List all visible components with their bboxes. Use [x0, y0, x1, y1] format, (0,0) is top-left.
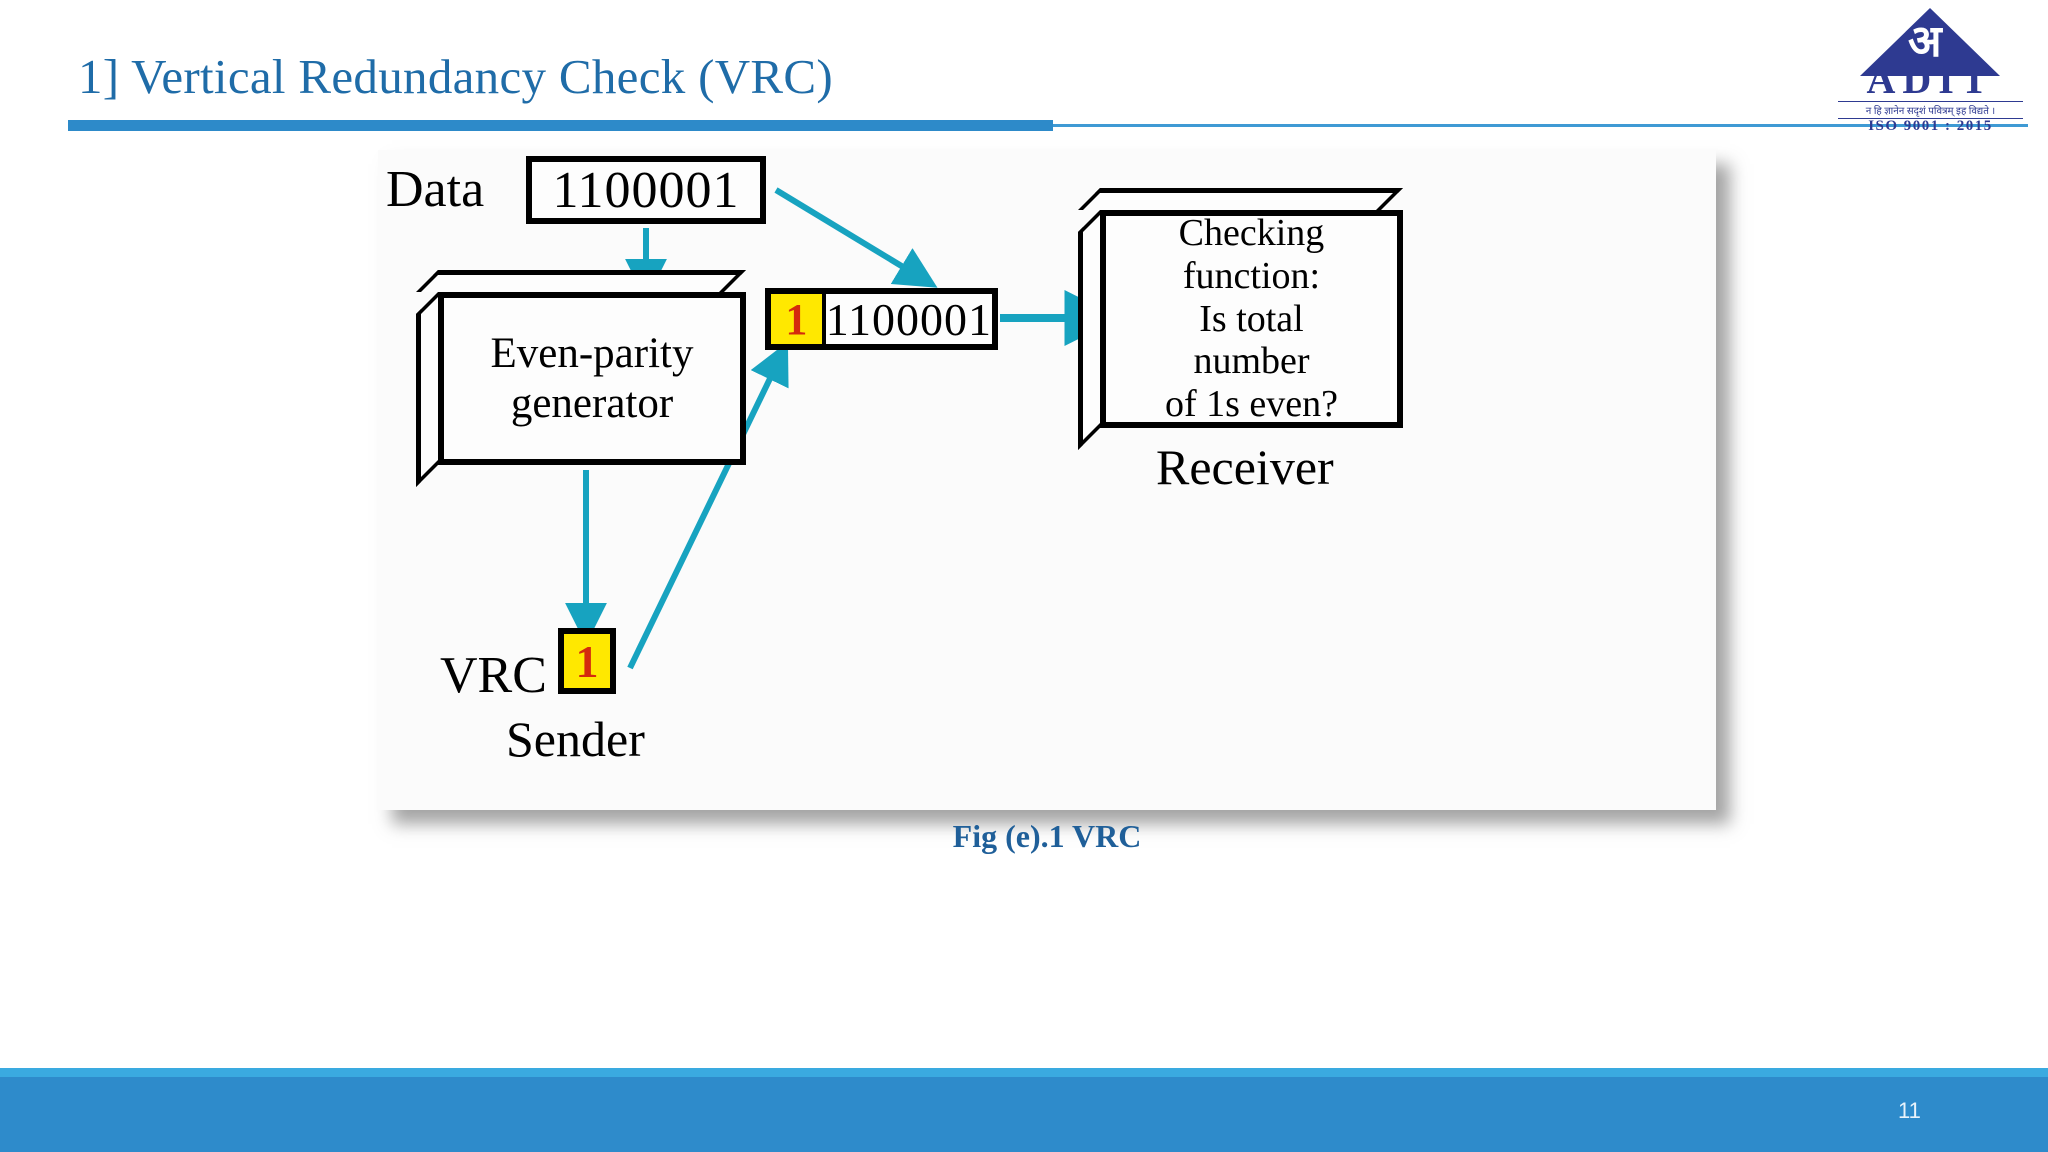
receiver-checking-function-box: Checking function: Is total number of 1s…: [1078, 188, 1403, 450]
frame-parity-bit: 1: [771, 294, 826, 344]
frame-data-bits: 1100001: [825, 293, 992, 345]
page-number: 11: [1898, 1098, 1921, 1123]
page-title: 1] Vertical Redundancy Check (VRC): [78, 49, 833, 104]
sender-label: Sender: [506, 711, 645, 767]
data-label: Data: [386, 161, 485, 218]
vrc-diagram-image: Data 1100001 Even-parity generator 1 110…: [378, 150, 1716, 810]
receiver-line5: of 1s even?: [1164, 383, 1339, 426]
adit-logo: अ ADIT न हि ज्ञानेन सदृशं पवित्रम् इह वि…: [1838, 8, 2023, 134]
parity-box-line2: generator: [510, 379, 674, 427]
parity-box-side-face: [416, 292, 438, 487]
parity-box-line1: Even-parity: [490, 329, 694, 377]
diagram-arrows: [565, 187, 1121, 670]
title-underline-thick: [68, 120, 1053, 131]
vrc-label: VRC: [440, 647, 547, 704]
logo-motto: न हि ज्ञानेन सदृशं पवित्रम् इह विद्यते ।: [1838, 101, 2023, 119]
transmitted-frame-box: 1 1100001: [765, 288, 998, 350]
receiver-line1: Checking: [1178, 211, 1325, 254]
receiver-label: Receiver: [1156, 439, 1334, 495]
title-underline-thin: [1053, 124, 2028, 127]
logo-wordmark: ADIT: [1866, 57, 1995, 102]
data-box: 1100001: [526, 156, 766, 224]
receiver-line3: Is total: [1199, 297, 1304, 340]
vrc-bit-cell: 1: [558, 628, 616, 694]
receiver-line2: function:: [1182, 254, 1321, 297]
figure-caption: Fig (e).1 VRC: [952, 818, 1142, 854]
parity-box-front-face: [438, 292, 746, 465]
slide-header: 1] Vertical Redundancy Check (VRC): [0, 0, 2048, 135]
receiver-box-front-face: [1100, 210, 1403, 428]
logo-triangle-icon: अ: [1860, 8, 2000, 76]
parity-box-text: Even-parity generator: [438, 292, 746, 465]
diagram-canvas: Data 1100001 Even-parity generator 1 110…: [378, 150, 1716, 810]
logo-glyph: अ: [1908, 17, 1942, 66]
footer-accent-stripe: [0, 1068, 2048, 1077]
data-bits: 1100001: [552, 161, 740, 219]
parity-box-top-face: [416, 270, 746, 292]
receiver-box-side-face: [1078, 210, 1100, 450]
receiver-box-top-face: [1078, 188, 1403, 210]
logo-iso-certification: ISO 9001 : 2015: [1868, 118, 1993, 134]
even-parity-generator-box: Even-parity generator: [416, 270, 746, 487]
receiver-box-text: Checking function: Is total number of 1s…: [1100, 210, 1403, 428]
footer-bar: [0, 1068, 2048, 1152]
receiver-line4: number: [1193, 340, 1310, 383]
